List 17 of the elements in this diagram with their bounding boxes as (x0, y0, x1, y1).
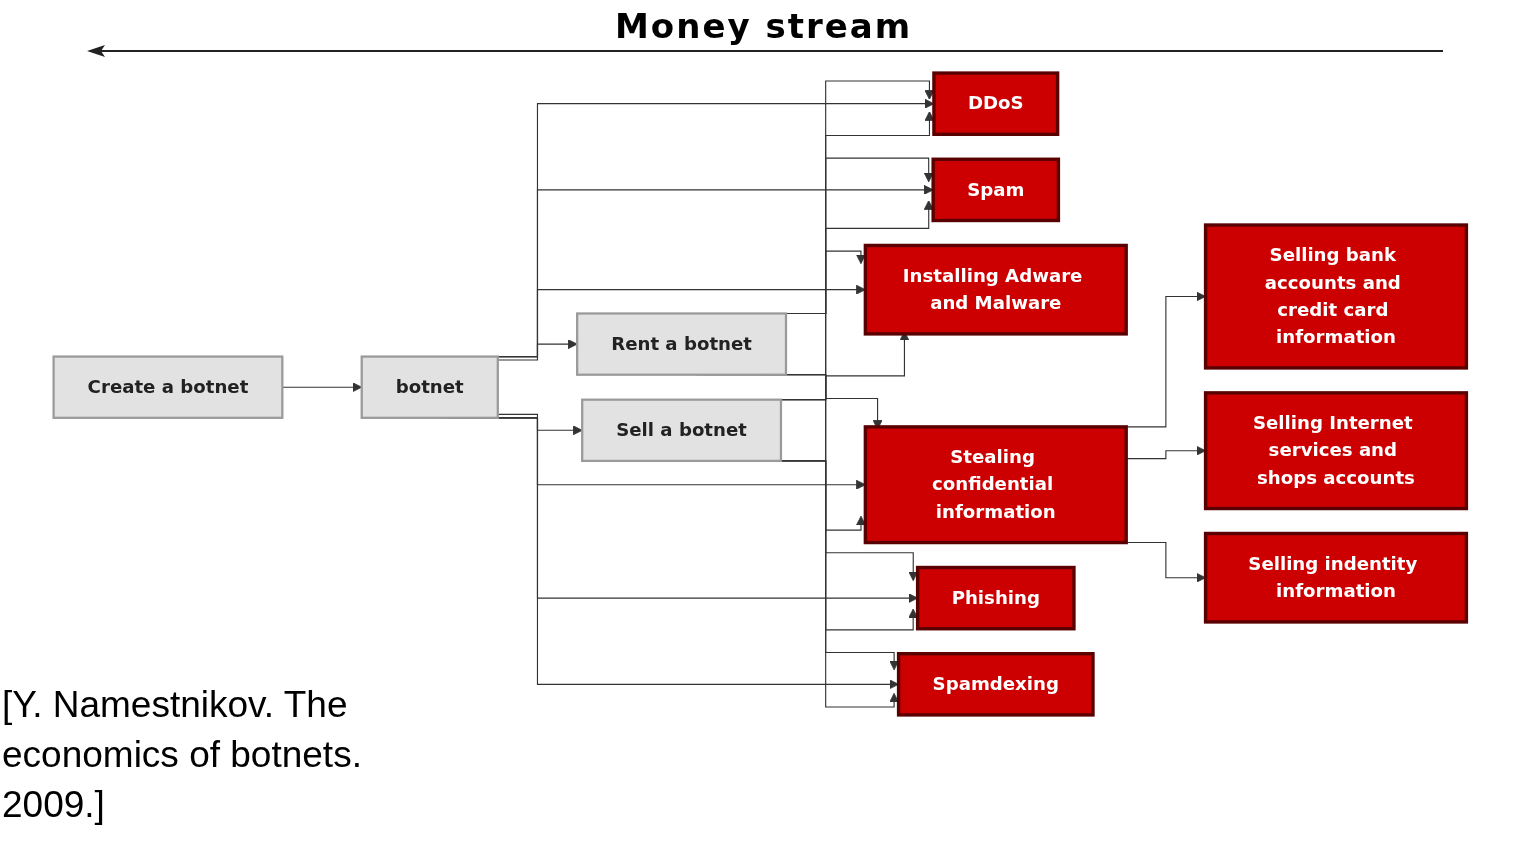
node-box: Stealing confidential information (863, 425, 1128, 545)
node-box: Selling bank accounts and credit card information (1203, 223, 1469, 370)
node-box: Create a botnet (52, 355, 284, 419)
node-box: Selling indentity information (1203, 531, 1469, 624)
node-box: Selling Internet services and shops accounts (1203, 391, 1469, 511)
node-box: Phishing (915, 565, 1076, 631)
node-box: botnet (360, 355, 499, 419)
node-box: Sell a botnet (581, 398, 783, 463)
node-box: Installing Adware and Malware (863, 243, 1128, 336)
node-box: Spam (931, 157, 1061, 223)
node-box: DDoS (932, 71, 1060, 136)
node-box: Spamdexing (896, 652, 1095, 717)
stream-label: Money stream (615, 6, 913, 46)
arrow (497, 339, 578, 361)
node-box: Rent a botnet (576, 312, 788, 376)
arrow (497, 413, 583, 436)
citation-caption: [Y. Namestnikov. The economics of botnets. 2009.] (2, 683, 363, 827)
